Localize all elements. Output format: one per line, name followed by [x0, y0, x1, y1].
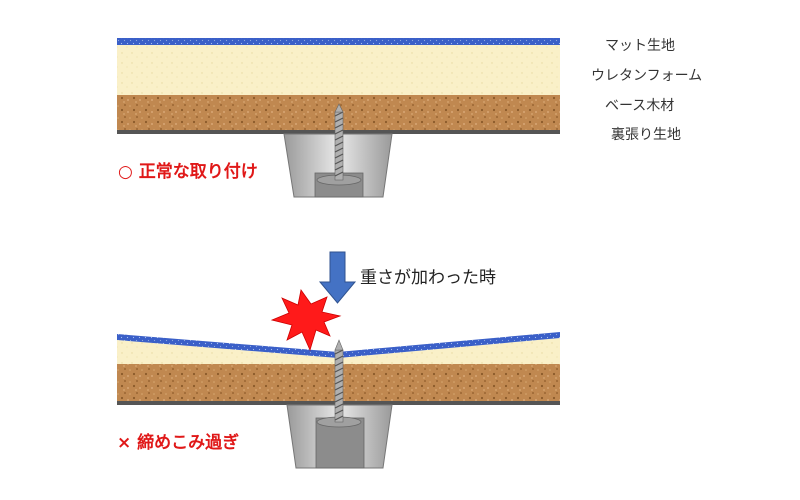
when-weight-applied-caption: 重さが加わった時 — [360, 268, 496, 288]
normal-installation-section — [117, 38, 560, 198]
screw — [316, 103, 362, 186]
urethane-foam-layer — [117, 45, 560, 95]
bracket-base-plate-bottom — [315, 417, 365, 469]
label-base-wood: ベース木材 — [605, 98, 675, 114]
pressure-down-arrow — [318, 251, 357, 304]
mat-fabric-layer — [117, 38, 560, 45]
correct-installation-label: ○ 正常な取り付け — [118, 162, 258, 182]
impact-burst-icon — [270, 289, 342, 352]
label-urethane-foam: ウレタンフォーム — [591, 68, 703, 84]
over-tightened-section — [117, 289, 560, 469]
label-mat-fabric: マット生地 — [605, 38, 675, 54]
label-backing-fabric: 裏張り生地 — [611, 127, 681, 143]
screw-bottom — [316, 339, 362, 428]
urethane-foam-layer-compressed — [117, 338, 560, 364]
over-tightened-label: × 締めこみ過ぎ — [117, 433, 240, 453]
